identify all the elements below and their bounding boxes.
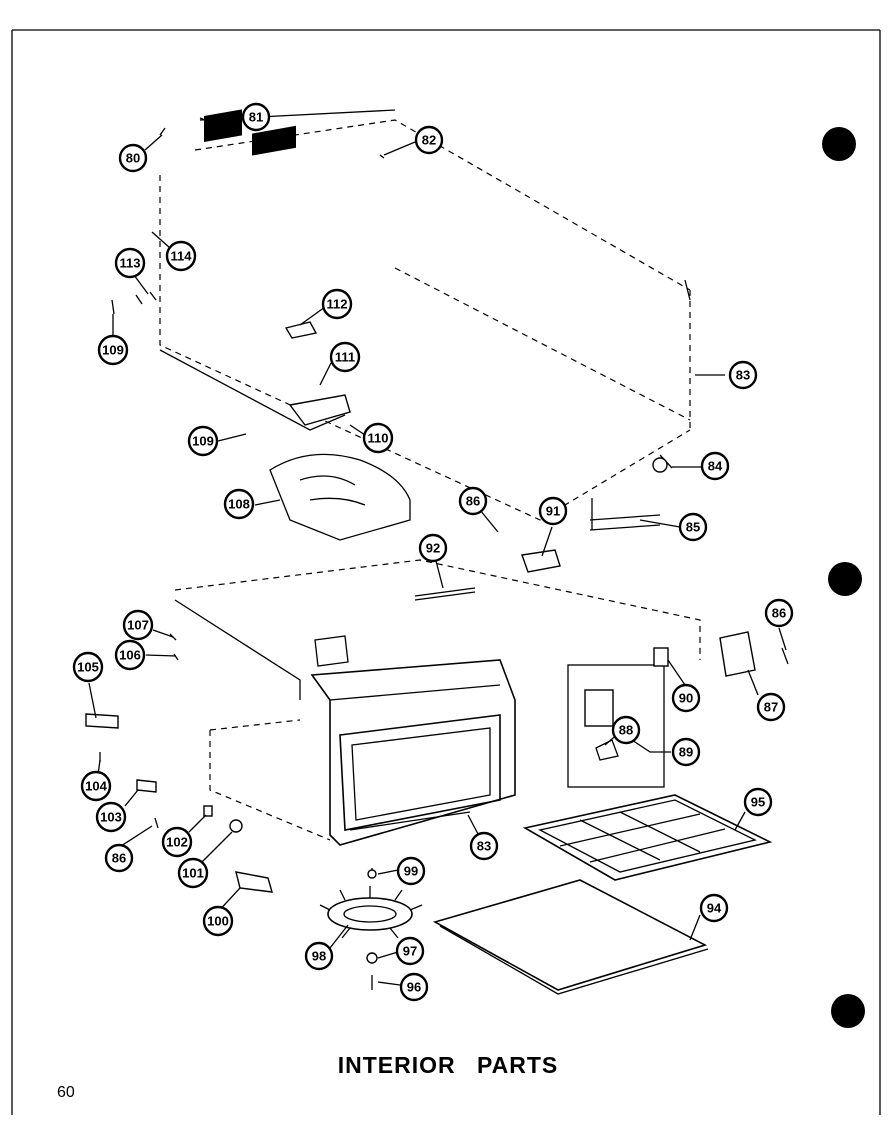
stirrer-99 — [319, 886, 423, 939]
terminal-block-87 — [653, 631, 756, 677]
callout-number: 101 — [182, 866, 204, 881]
callout-number: 96 — [407, 980, 421, 995]
callout-102: 102 — [161, 826, 193, 858]
small-hardware — [85, 117, 789, 990]
callout-number: 102 — [166, 835, 188, 850]
duct-panel — [159, 321, 351, 431]
callout-number: 113 — [120, 256, 141, 271]
binding-hole-top — [822, 127, 856, 161]
callout-112: 112 — [321, 288, 353, 320]
callout-105: 105 — [72, 651, 104, 683]
callout-104: 104 — [80, 770, 112, 802]
callout-number: 88 — [619, 723, 633, 738]
callout-103: 103 — [95, 801, 127, 833]
callout-84: 84 — [700, 451, 730, 481]
blower-housing — [269, 453, 411, 541]
callout-number: 109 — [102, 343, 124, 358]
callout-number: 86 — [112, 851, 126, 866]
binding-hole-middle — [828, 562, 862, 596]
binding-hole-bottom — [831, 994, 865, 1028]
callout-number: 105 — [77, 660, 99, 675]
callout-88: 88 — [611, 715, 641, 745]
callout-86: 86 — [104, 843, 134, 873]
callout-number: 95 — [751, 795, 765, 810]
callout-114: 114 — [165, 240, 197, 272]
callout-number: 109 — [192, 434, 214, 449]
control-assembly-89 — [567, 664, 665, 788]
oven-cavity — [174, 559, 701, 846]
callout-80: 80 — [118, 143, 148, 173]
callout-number: 112 — [327, 297, 348, 312]
callout-92: 92 — [418, 533, 448, 563]
callout-number: 81 — [249, 110, 263, 125]
leader-lines — [88, 116, 787, 986]
callout-number: 103 — [100, 810, 122, 825]
callout-87: 87 — [756, 692, 786, 722]
callout-82: 82 — [414, 125, 444, 155]
page-number: 60 — [57, 1084, 75, 1101]
callout-number: 91 — [546, 504, 560, 519]
callout-81: 81 — [241, 102, 271, 132]
callout-number: 99 — [404, 864, 418, 879]
callout-number: 82 — [422, 133, 436, 148]
callout-83: 83 — [728, 360, 758, 390]
callout-94: 94 — [699, 893, 729, 923]
callout-number: 86 — [466, 494, 480, 509]
callout-113: 113 — [114, 247, 146, 279]
callout-number: 89 — [679, 745, 693, 760]
heater-element-85 — [589, 498, 661, 531]
callout-number: 108 — [228, 497, 250, 512]
callout-number: 100 — [207, 914, 229, 929]
callout-109: 109 — [187, 425, 219, 457]
callout-90: 90 — [671, 683, 701, 713]
callout-100: 100 — [202, 905, 234, 937]
callout-number: 83 — [477, 839, 491, 854]
callout-number: 87 — [764, 700, 778, 715]
callout-number: 94 — [707, 901, 722, 916]
callout-83: 83 — [469, 831, 499, 861]
callout-99: 99 — [396, 856, 426, 886]
callout-number: 110 — [368, 431, 389, 446]
glass-panel-94 — [432, 879, 709, 995]
callout-86: 86 — [458, 486, 488, 516]
callout-number: 106 — [119, 648, 141, 663]
callout-108: 108 — [223, 488, 255, 520]
callout-109: 109 — [97, 334, 129, 366]
callout-number: 104 — [85, 779, 107, 794]
callout-98: 98 — [304, 941, 334, 971]
page-title: INTERIOR PARTS — [337, 1052, 559, 1078]
callout-96: 96 — [399, 972, 429, 1002]
callout-number: 83 — [736, 368, 750, 383]
callout-number: 80 — [126, 151, 140, 166]
callout-85: 85 — [678, 512, 708, 542]
callout-101: 101 — [177, 857, 209, 889]
callout-89: 89 — [671, 737, 701, 767]
callout-number: 97 — [403, 944, 417, 959]
callout-number: 111 — [335, 350, 355, 365]
callout-number: 98 — [312, 949, 326, 964]
callout-number: 85 — [686, 520, 700, 535]
callout-111: 111 — [329, 341, 361, 373]
callout-number: 92 — [426, 541, 440, 556]
callout-97: 97 — [395, 936, 425, 966]
callout-number: 84 — [708, 459, 723, 474]
callout-86: 86 — [764, 598, 794, 628]
callout-95: 95 — [743, 787, 773, 817]
callout-110: 110 — [362, 422, 394, 454]
callout-91: 91 — [538, 496, 568, 526]
sheet-frame — [11, 29, 881, 1115]
callout-106: 106 — [114, 639, 146, 671]
callout-107: 107 — [122, 609, 154, 641]
callout-number: 114 — [171, 249, 193, 264]
rack-95 — [522, 794, 773, 881]
callout-number: 90 — [679, 691, 693, 706]
callout-number: 107 — [127, 618, 149, 633]
callout-number: 86 — [772, 606, 786, 621]
top-panel — [159, 109, 691, 521]
bracket-91 — [521, 549, 561, 573]
